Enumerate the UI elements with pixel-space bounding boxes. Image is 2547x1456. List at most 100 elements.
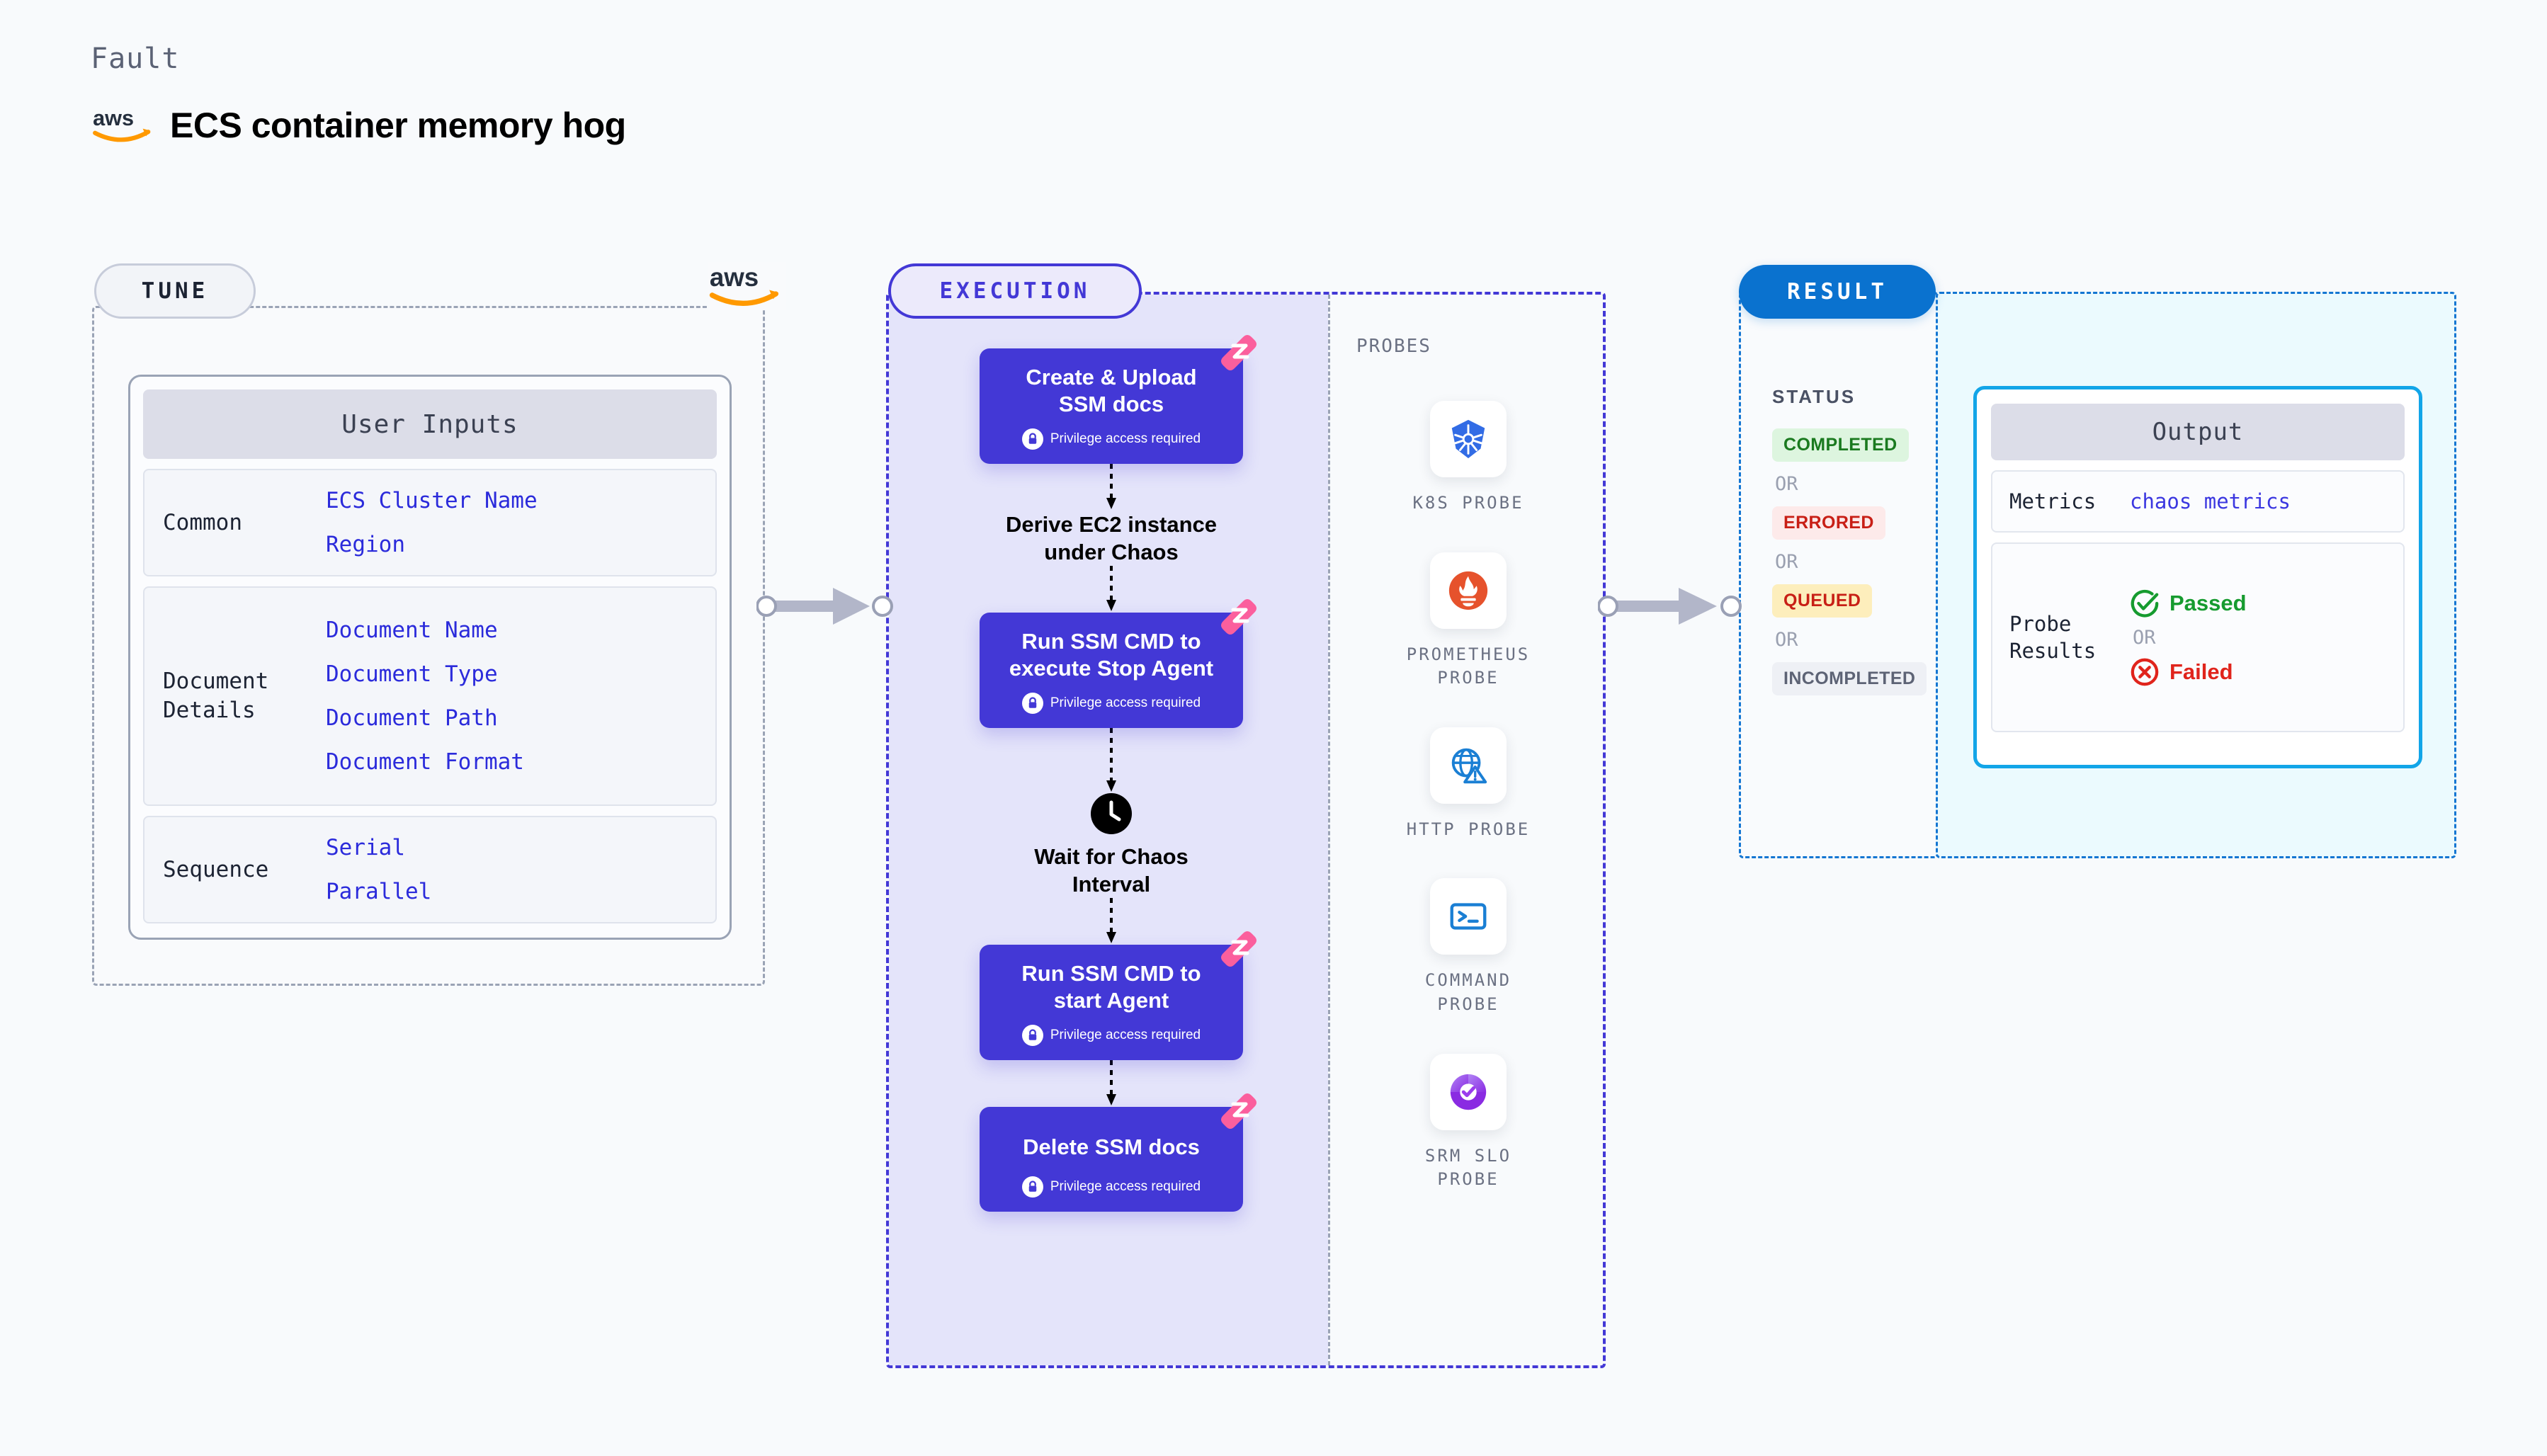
input-value[interactable]: Serial xyxy=(326,835,405,860)
prometheus-icon xyxy=(1448,571,1488,610)
chaos-ribbon-icon xyxy=(1221,335,1257,370)
lock-icon xyxy=(1021,428,1043,450)
output-label-metrics: Metrics xyxy=(2009,489,2097,513)
output-group-probe-results: Probe Results Passed OR xyxy=(1991,542,2405,732)
title-row: aws ECS container memory hog xyxy=(91,105,626,146)
lock-icon xyxy=(1021,692,1043,714)
flow-step-title: Wait for Chaos Interval xyxy=(1034,843,1189,897)
flow-arrow xyxy=(1104,463,1118,511)
input-group-common: Common ECS Cluster Name Region xyxy=(143,469,717,576)
input-value[interactable]: Parallel xyxy=(326,879,432,904)
output-group-metrics: Metrics chaos metrics xyxy=(1991,470,2405,533)
probe-label: K8S PROBE xyxy=(1412,493,1524,513)
privilege-row: Privilege access required xyxy=(992,692,1230,714)
probes-list: K8S PROBE PROMETHEUS PROBE xyxy=(1328,401,1603,1192)
probe-result-failed-label: Failed xyxy=(2169,659,2233,684)
or-separator: OR xyxy=(1775,629,1798,651)
flow-node-create-upload-ssm-docs[interactable]: Create & Upload SSM docs Privilege acces… xyxy=(980,335,1257,464)
probes-divider xyxy=(1328,295,1330,1365)
flow-node-delete-ssm-docs[interactable]: Delete SSM docs Privilege access require… xyxy=(980,1093,1257,1212)
result-panel: STATUS COMPLETED OR ERRORED OR QUEUED OR… xyxy=(1739,292,2456,858)
chaos-ribbon-icon xyxy=(1221,598,1257,635)
result-panel-tag: RESULT xyxy=(1739,265,1936,319)
flow-arrow xyxy=(1104,727,1118,793)
output-region: Output Metrics chaos metrics Probe Resul… xyxy=(1936,292,2456,858)
input-value[interactable]: Document Path xyxy=(326,705,498,731)
aws-logo-icon-tune: aws xyxy=(708,262,786,310)
execution-panel-tag: EXECUTION xyxy=(888,263,1142,319)
svg-text:aws: aws xyxy=(710,263,759,292)
probe-item-prometheus[interactable]: PROMETHEUS PROBE xyxy=(1407,552,1531,690)
status-badge-errored: ERRORED xyxy=(1772,506,1885,540)
flow-step-derive-ec2-instance: Derive EC2 instance under Chaos xyxy=(1005,511,1218,564)
lock-icon xyxy=(1021,1024,1043,1046)
privilege-text: Privilege access required xyxy=(1050,1179,1201,1195)
flow-step-wait-for-chaos-interval: Wait for Chaos Interval xyxy=(1034,792,1189,898)
chaos-ribbon-icon xyxy=(1221,1093,1257,1129)
probe-label: HTTP PROBE xyxy=(1406,819,1531,839)
aws-logo-icon: aws xyxy=(93,106,151,142)
flow-arrow xyxy=(1104,1059,1118,1107)
user-inputs-card: User Inputs Common ECS Cluster Name Regi… xyxy=(128,375,732,940)
input-group-values: Serial Parallel xyxy=(326,835,431,904)
probes-column: PROBES xyxy=(1328,295,1603,1365)
flow-node-run-ssm-cmd-start-agent[interactable]: Run SSM CMD to start Agent Privilege acc… xyxy=(980,931,1257,1060)
check-circle-icon xyxy=(2131,589,2159,618)
privilege-text: Privilege access required xyxy=(1050,431,1201,446)
page-header: Fault aws ECS container memory hog xyxy=(91,42,626,146)
flow-node-title: Delete SSM docs xyxy=(1023,1134,1200,1159)
tune-panel: User Inputs Common ECS Cluster Name Regi… xyxy=(92,306,765,986)
flow-node-title: Run SSM CMD to start Agent xyxy=(1021,960,1201,1013)
or-separator: OR xyxy=(2133,626,2156,649)
probe-tile xyxy=(1430,1053,1507,1130)
flow-arrow xyxy=(1104,897,1118,945)
input-group-label: Document Details xyxy=(163,669,269,723)
user-inputs-header: User Inputs xyxy=(143,389,717,459)
or-separator: OR xyxy=(1775,551,1798,573)
input-group-values: Document Name Document Type Document Pat… xyxy=(326,618,524,775)
output-value-metrics[interactable]: chaos metrics xyxy=(2130,489,2291,513)
flow-node-title: Run SSM CMD to execute Stop Agent xyxy=(1009,628,1214,681)
output-card: Output Metrics chaos metrics Probe Resul… xyxy=(1973,386,2422,768)
probe-result-failed: Failed xyxy=(2130,657,2247,687)
chaos-ribbon-icon xyxy=(1221,931,1257,967)
execution-panel: Create & Upload SSM docs Privilege acces… xyxy=(886,292,1606,1368)
input-group-label: Common xyxy=(163,509,242,535)
status-column: STATUS COMPLETED OR ERRORED OR QUEUED OR… xyxy=(1739,292,1939,858)
input-value[interactable]: ECS Cluster Name xyxy=(326,488,538,513)
or-separator: OR xyxy=(1775,473,1798,495)
status-badge-incompleted: INCOMPLETED xyxy=(1772,662,1927,695)
flow-node-run-ssm-cmd-stop-agent[interactable]: Run SSM CMD to execute Stop Agent Privil… xyxy=(980,598,1257,728)
input-value[interactable]: Document Type xyxy=(326,661,498,687)
terminal-icon xyxy=(1450,903,1487,931)
status-list: COMPLETED OR ERRORED OR QUEUED OR INCOMP… xyxy=(1772,428,1927,695)
probes-label: PROBES xyxy=(1356,336,1431,357)
probe-tile xyxy=(1429,401,1507,477)
input-value[interactable]: Document Name xyxy=(326,618,498,643)
status-label: STATUS xyxy=(1772,386,1856,407)
probe-result-passed-label: Passed xyxy=(2169,590,2247,615)
input-value[interactable]: Region xyxy=(326,532,405,557)
clock-icon xyxy=(1090,792,1132,834)
probe-tile xyxy=(1430,878,1507,955)
flow-arrow xyxy=(1104,565,1118,613)
probe-item-srm-slo[interactable]: SRM SLO PROBE xyxy=(1425,1053,1511,1192)
output-label-probe-results: Probe Results xyxy=(2009,611,2097,663)
input-group-values: ECS Cluster Name Region xyxy=(326,488,538,557)
input-value[interactable]: Document Format xyxy=(326,749,524,775)
input-group-document-details: Document Details Document Name Document … xyxy=(143,586,717,806)
probe-item-http[interactable]: HTTP PROBE xyxy=(1407,727,1531,842)
connector-tune-to-execution xyxy=(756,588,893,625)
privilege-row: Privilege access required xyxy=(992,1176,1230,1198)
svg-text:aws: aws xyxy=(93,106,134,130)
status-badge-queued: QUEUED xyxy=(1772,584,1873,618)
privilege-row: Privilege access required xyxy=(992,428,1230,450)
privilege-row: Privilege access required xyxy=(992,1024,1230,1046)
x-circle-icon xyxy=(2131,658,2159,686)
tune-panel-tag: TUNE xyxy=(94,263,256,319)
probe-item-k8s[interactable]: K8S PROBE xyxy=(1412,401,1524,516)
probe-label: PROMETHEUS PROBE xyxy=(1406,644,1531,688)
probe-result-stack: Passed OR Failed xyxy=(2130,588,2247,687)
status-badge-completed: COMPLETED xyxy=(1772,428,1909,462)
probe-item-command[interactable]: COMMAND PROBE xyxy=(1425,878,1511,1016)
